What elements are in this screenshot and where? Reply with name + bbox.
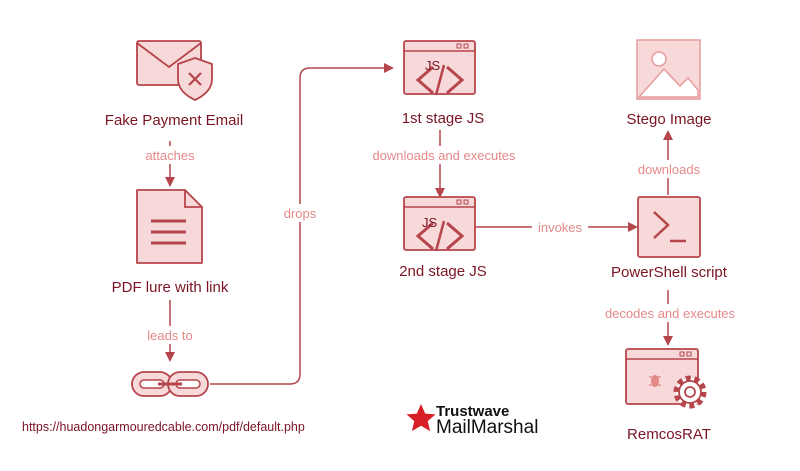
image-icon bbox=[636, 39, 701, 100]
chain-link-icon bbox=[131, 371, 209, 397]
svg-text:JS: JS bbox=[422, 215, 438, 230]
edge-label-decodes-and-executes: decodes and executes bbox=[605, 306, 736, 321]
node-label-powershell-script: PowerShell script bbox=[611, 264, 728, 281]
trustwave-mailmarshal-logo: Trustwave MailMarshal bbox=[406, 403, 538, 438]
edge-label-invokes: invokes bbox=[538, 220, 583, 235]
js-window-icon: JS bbox=[403, 196, 476, 252]
svg-text:Trustwave: Trustwave bbox=[436, 403, 509, 420]
arrow-link-to-stage1 bbox=[210, 63, 394, 385]
edge-label-downloads-and-executes: downloads and executes bbox=[372, 148, 516, 163]
svg-text:MailMarshal: MailMarshal bbox=[436, 417, 538, 438]
edge-label-drops: drops bbox=[284, 206, 317, 221]
edge-label-attaches: attaches bbox=[145, 148, 195, 163]
svg-text:JS: JS bbox=[425, 58, 441, 73]
node-label-fake-payment-email: Fake Payment Email bbox=[105, 112, 243, 129]
window-bug-gear-icon bbox=[625, 348, 707, 409]
node-label-2nd-stage-js: 2nd stage JS bbox=[399, 263, 487, 280]
js-window-icon: JS bbox=[403, 40, 476, 96]
node-label-stego-image: Stego Image bbox=[626, 111, 711, 128]
edge-label-leads-to: leads to bbox=[147, 328, 193, 343]
node-label-1st-stage-js: 1st stage JS bbox=[402, 110, 485, 127]
envelope-shield-icon bbox=[136, 40, 213, 101]
document-icon bbox=[136, 189, 203, 264]
node-label-pdf-lure: PDF lure with link bbox=[112, 279, 229, 296]
payload-url: https://huadongarmouredcable.com/pdf/def… bbox=[22, 420, 305, 434]
node-label-remcosrat: RemcosRAT bbox=[627, 426, 711, 443]
edge-label-downloads: downloads bbox=[638, 162, 701, 177]
terminal-prompt-icon bbox=[637, 196, 701, 258]
